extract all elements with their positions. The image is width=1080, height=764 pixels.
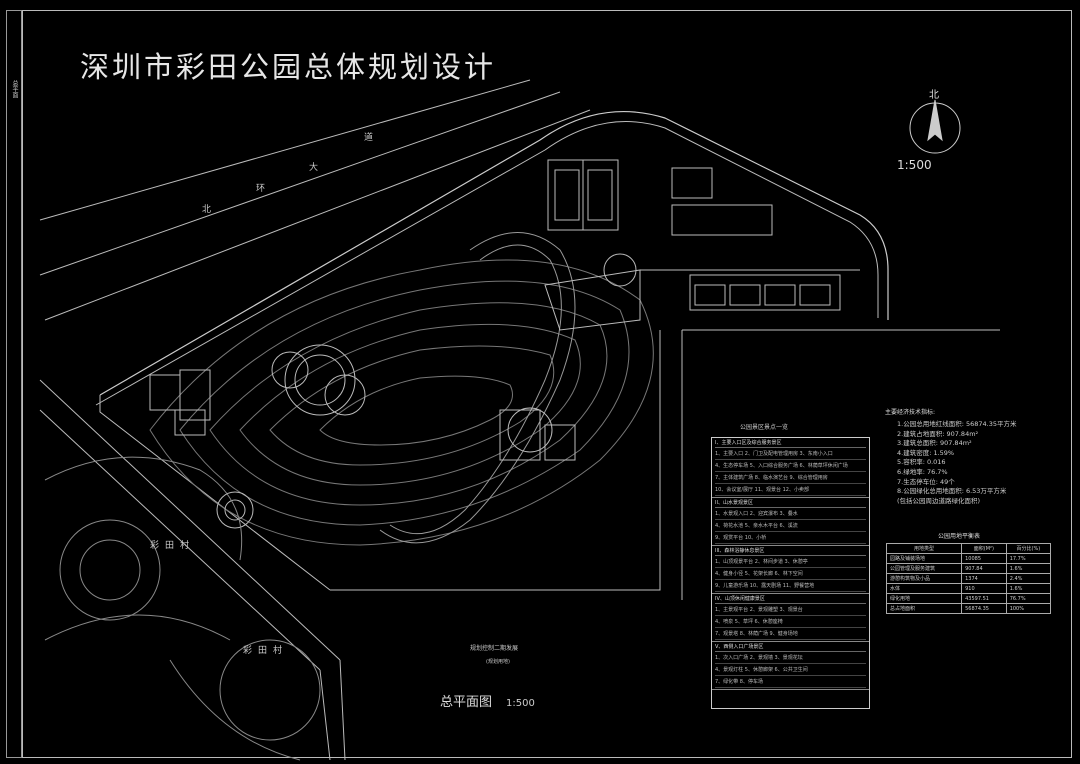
legend-title: 公园景区景点一览 [740, 424, 789, 431]
side-label: 总平面 [11, 80, 18, 98]
legend-row: 9、观赏平台 10、小桥 [715, 532, 866, 544]
legend-section-heading: IV、山顶休闲健康景区 [715, 595, 866, 604]
usage-cell: 总占地面积 [885, 603, 963, 614]
spec-item: 2.建筑占地面积: 907.84m² [897, 429, 979, 438]
legend-row: 7、主体建筑广场 8、临水演艺台 9、综合管理用房 [715, 472, 866, 484]
legend-row: 7、观景塔 8、林荫广场 9、健身场地 [715, 628, 866, 640]
spec-item: (包括公园周边道路绿化面积) [897, 496, 981, 505]
legend-row: 7、绿化带 8、停车场 [715, 676, 866, 688]
usage-cell: 2.4% [1005, 573, 1052, 584]
usage-title: 公园用地平衡表 [938, 533, 981, 540]
usage-cell: 100% [1005, 603, 1052, 614]
legend-row: 4、景观灯柱 5、休憩廊架 6、公共卫生间 [715, 664, 866, 676]
usage-cell: 水体 [885, 583, 963, 594]
usage-header: 用地类型 [885, 543, 963, 554]
usage-cell: 1.6% [1005, 583, 1052, 594]
drawing-frame [22, 10, 1072, 758]
title-strip [6, 10, 22, 758]
village-label-2: 彩田村 [243, 646, 289, 656]
usage-header: 面积(M²) [961, 543, 1007, 554]
usage-cell: 17.7% [1005, 553, 1052, 564]
legend-row: 1、次入口广场 2、景观墙 3、景观花坛 [715, 652, 866, 664]
spec-item: 3.建筑总面积: 907.84m² [897, 439, 972, 448]
spec-item: 8.公园绿化总用地面积: 6.53万平方米 [897, 487, 1007, 496]
legend-row: 1、主要入口 2、门卫及配电管理用房 3、东南小入口 [715, 448, 866, 460]
phase-note-sub: (规划用地) [486, 659, 510, 665]
usage-cell: 游憩构筑物及小品 [885, 573, 963, 584]
village-label-1: 彩田村 [150, 541, 196, 551]
usage-header: 百分比(%) [1005, 543, 1052, 554]
legend-row: 4、喷泉 5、草坪 6、休憩座椅 [715, 616, 866, 628]
drawing-title: 深圳市彩田公园总体规划设计 [80, 50, 497, 84]
legend-section-heading: II、山水景观景区 [715, 499, 866, 508]
usage-cell: 56874.35 [961, 603, 1007, 614]
phase-note: 规划控制二期发展 [470, 645, 519, 652]
plan-title: 总平面图 [440, 695, 493, 710]
spec-item: 4.建筑密度: 1.59% [897, 448, 955, 457]
legend-row: 4、健身小径 5、花架长廊 6、林下空间 [715, 568, 866, 580]
road-label-4: 道 [364, 133, 374, 143]
usage-cell: 园路及铺装场地 [885, 553, 963, 564]
legend-row: 1、水景观入口 2、迎宾瀑布 3、叠水 [715, 508, 866, 520]
usage-cell: 43597.51 [961, 593, 1007, 604]
usage-cell: 绿化用地 [885, 593, 963, 604]
north-label: 北 [929, 90, 939, 101]
legend-row: 9、儿童游乐场 10、露天剧场 11、野餐营地 [715, 580, 866, 592]
legend-row: 10、会议室/展厅 11、观景台 12、小卖部 [715, 484, 866, 496]
spec-item: 7.生态停车位: 49个 [897, 477, 955, 486]
usage-cell: 907.84 [961, 563, 1007, 574]
legend-section-heading: III、森林浴静休息景区 [715, 547, 866, 556]
road-label-3: 大 [309, 163, 319, 173]
scale-label: 1:500 [897, 158, 932, 172]
legend-row: 4、生态停车场 5、入口综合服务广场 6、林荫草坪休闲广场 [715, 460, 866, 472]
specs-title: 主要经济技术指标: [885, 409, 936, 416]
legend-row: 1、主景观平台 2、景观雕塑 3、观景台 [715, 604, 866, 616]
spec-item: 1.公园总用地红线面积: 56874.35平方米 [897, 420, 1017, 428]
usage-cell: 910 [961, 583, 1007, 594]
spec-item: 6.绿地率: 76.7% [897, 467, 948, 476]
plan-scale: 1:500 [506, 698, 535, 709]
legend-row: 4、荷花水池 5、亲水木平台 6、溪流 [715, 520, 866, 532]
legend-section-heading: I、主要入口区及综合服务景区 [715, 439, 866, 448]
spec-item: 5.容积率: 0.016 [897, 458, 946, 467]
usage-cell: 10085 [961, 553, 1007, 564]
usage-cell: 1.6% [1005, 563, 1052, 574]
road-label-2: 环 [256, 184, 266, 194]
road-label-1: 北 [202, 205, 212, 215]
legend-section-heading: V、西侧入口广场景区 [715, 643, 866, 652]
usage-cell: 76.7% [1005, 593, 1052, 604]
legend-row: 1、山顶观景平台 2、林间步道 3、休憩亭 [715, 556, 866, 568]
usage-cell: 公园管理及服务建筑 [885, 563, 963, 574]
usage-cell: 1374 [961, 573, 1007, 584]
